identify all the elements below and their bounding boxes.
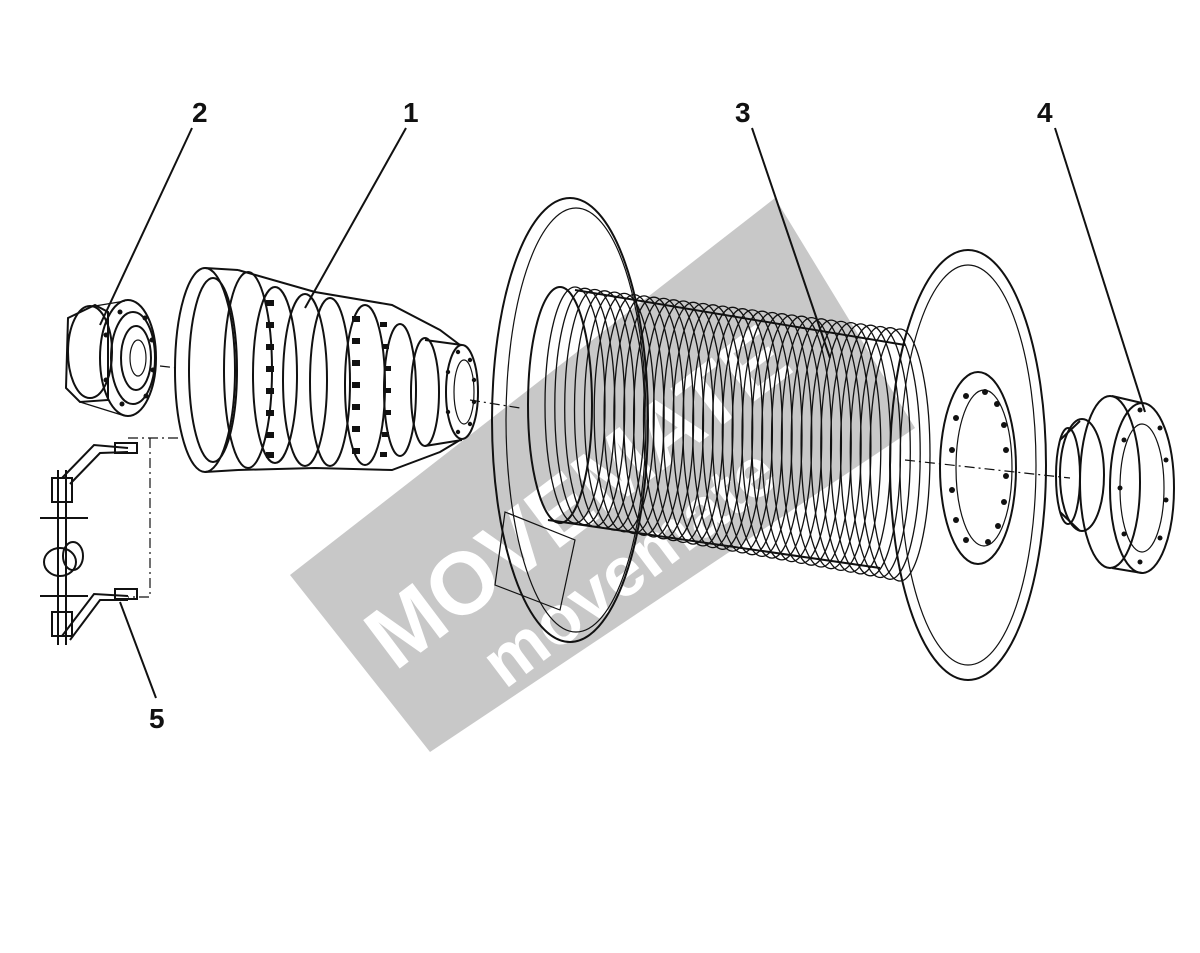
hose-assembly (40, 442, 138, 645)
drum-groove (849, 325, 911, 579)
gearbox-output-bolts (445, 349, 477, 435)
drum-groove (820, 321, 882, 573)
drum-groove (780, 316, 843, 566)
drum-groove (632, 297, 695, 540)
drum-groove (593, 292, 655, 533)
drum-groove (564, 288, 626, 528)
drum-groove (859, 327, 921, 580)
drum-groove (869, 328, 931, 582)
callout-2: 2 (192, 97, 208, 128)
drum-groove (692, 305, 754, 550)
gearbox (174, 267, 479, 473)
gearbox-bolt-ring-left (266, 300, 274, 458)
drum-groove (672, 302, 734, 547)
drum-groove (761, 314, 823, 563)
hydraulic-motor (64, 299, 157, 417)
drum-groove (810, 320, 872, 572)
callout-5: 5 (149, 703, 165, 734)
drum-groove (682, 304, 744, 549)
drum-groove (573, 290, 636, 529)
leader-3 (751, 127, 831, 359)
drum-groove (751, 313, 813, 561)
callout-3: 3 (735, 97, 751, 128)
leader-1 (304, 127, 407, 309)
bearing-support (1055, 395, 1175, 574)
drum-groove (790, 318, 852, 568)
drum-flange-bolts (949, 389, 1009, 545)
drum-grooves (544, 286, 931, 582)
drum-groove (662, 301, 724, 545)
leader-lines (99, 127, 1146, 699)
drum-groove (652, 300, 714, 544)
drum-groove (741, 311, 803, 559)
motor-bolts (103, 309, 156, 407)
drum-groove (731, 310, 793, 558)
watermark-band (290, 198, 915, 752)
drum-groove (613, 295, 675, 536)
drum-groove (583, 291, 646, 531)
drum-groove (839, 324, 902, 577)
drum-groove (642, 299, 705, 542)
drum-groove (711, 308, 774, 554)
drum-groove (544, 286, 606, 524)
drum-groove (770, 315, 833, 565)
drum-groove (554, 287, 616, 526)
drum-groove (829, 323, 892, 575)
callout-1: 1 (403, 97, 419, 128)
drum-groove (701, 306, 764, 552)
callouts: 2 1 3 4 5 (149, 97, 1053, 734)
drum-groove (721, 309, 783, 556)
leader-2 (99, 127, 193, 326)
bearing-bolts (1117, 407, 1169, 565)
drum-groove (603, 293, 665, 535)
gearbox-bolt-ring-right (352, 316, 391, 457)
callout-4: 4 (1037, 97, 1053, 128)
leader-5 (119, 601, 157, 699)
cable-drum (491, 197, 1047, 681)
drum-groove (800, 319, 862, 570)
leader-4 (1054, 127, 1146, 413)
drum-groove (623, 296, 685, 538)
